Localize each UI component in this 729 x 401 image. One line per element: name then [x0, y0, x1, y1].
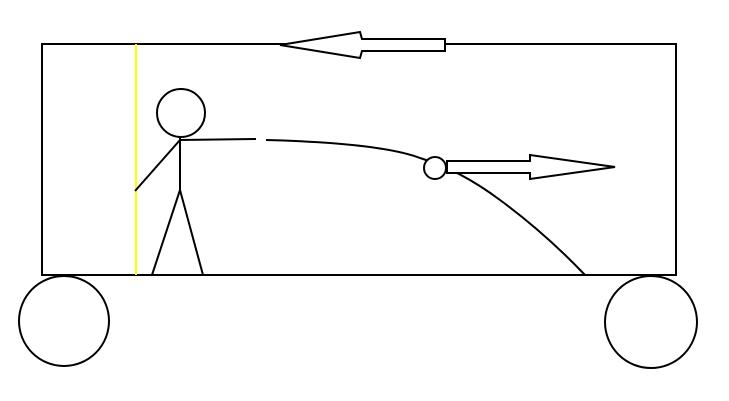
cart-body: [41, 43, 677, 276]
figure-left-leg: [151, 189, 181, 276]
stick-figure: [134, 88, 257, 276]
figure-left-arm: [134, 139, 181, 192]
figure-right-leg: [179, 189, 204, 276]
right-wheel: [604, 275, 698, 369]
cart-motion-arrow: [279, 30, 446, 60]
figure-head: [156, 88, 206, 138]
figure-right-arm: [179, 138, 257, 141]
left-wheel: [18, 275, 110, 367]
ball-velocity-arrow: [446, 153, 616, 181]
ball: [423, 156, 447, 180]
